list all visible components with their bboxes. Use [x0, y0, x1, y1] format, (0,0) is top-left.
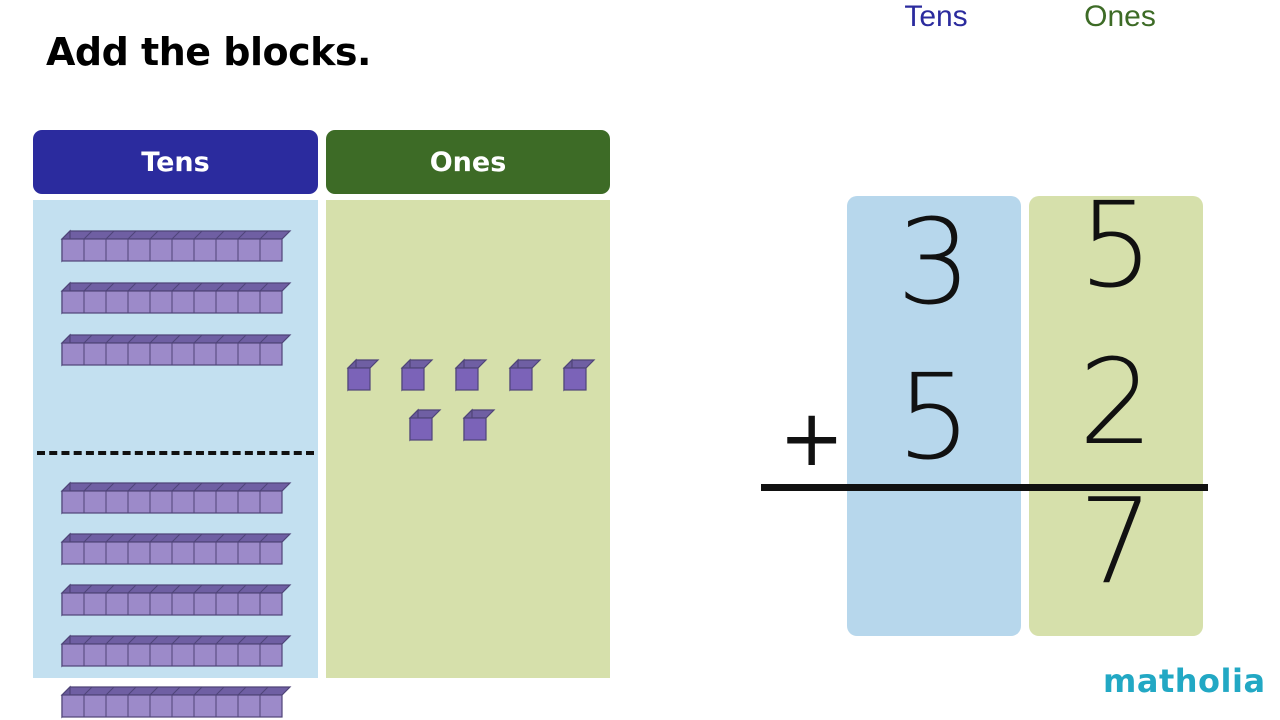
matholia-logo: matholia [1103, 662, 1266, 700]
ten-rod [59, 582, 295, 617]
place-value-blocks-area: Tens Ones [33, 130, 613, 719]
unit-cube [462, 408, 496, 442]
addend1-ones-digit: 5 [1078, 176, 1154, 314]
page-title: Add the blocks. [46, 30, 371, 74]
ten-rod [59, 684, 295, 719]
ten-rod [59, 280, 295, 315]
tens-column-header: Tens [33, 130, 318, 194]
tens-column-header-label: Tens [141, 146, 210, 178]
sum-tens-label: Tens [904, 0, 968, 33]
answer-ones-digit: 7 [1078, 472, 1154, 610]
ten-rod [59, 531, 295, 566]
unit-cube [400, 358, 434, 392]
addend2-ones-digit: 2 [1078, 333, 1154, 471]
sum-horizontal-rule [761, 484, 1208, 491]
unit-cube [408, 408, 442, 442]
addend2-tens-digit: 5 [896, 348, 972, 486]
unit-cube [346, 358, 380, 392]
tens-addend-divider [37, 451, 314, 455]
unit-cube [454, 358, 488, 392]
unit-cube [508, 358, 542, 392]
ten-rod [59, 633, 295, 668]
ones-column-header-label: Ones [429, 146, 507, 178]
sum-ones-panel [1029, 196, 1203, 636]
ten-rod [59, 228, 295, 263]
addend1-tens-digit: 3 [896, 193, 972, 331]
sum-ones-label: Ones [1084, 0, 1156, 33]
ten-rod [59, 332, 295, 367]
unit-cube [562, 358, 596, 392]
ones-column-body [326, 200, 610, 678]
sum-tens-panel [847, 196, 1021, 636]
ones-column-header: Ones [326, 130, 610, 194]
tens-column-body [33, 200, 318, 719]
ten-rod [59, 480, 295, 515]
plus-operator: + [779, 394, 845, 484]
